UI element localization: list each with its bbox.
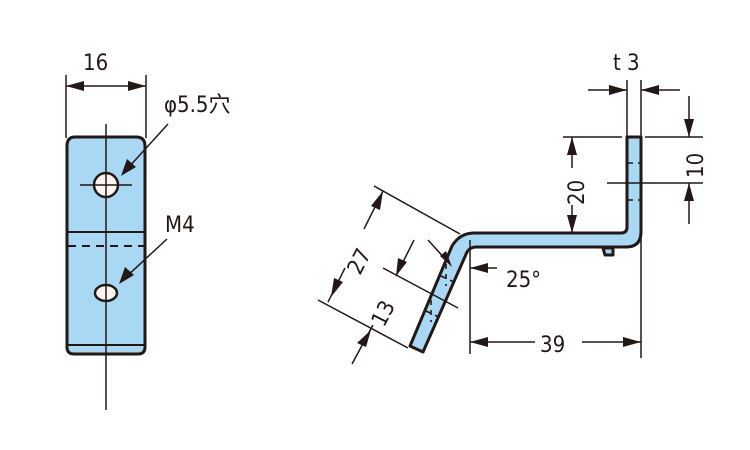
dim-27-extension-top	[373, 185, 461, 235]
angle-arrow-right-icon	[470, 263, 488, 273]
slant-hidden-line	[440, 275, 457, 284]
dim-39-arrow-right-icon	[623, 337, 641, 347]
angle-arrow-in-icon	[440, 251, 452, 267]
thickness-label: t 3	[613, 51, 640, 76]
thickness-arrow-right-icon	[641, 85, 659, 95]
dim-20-arrow-top-icon	[567, 137, 577, 155]
front-view: 16 φ5.5穴 M4	[65, 51, 231, 410]
dim-27-label: 27	[343, 245, 377, 279]
dim-39-arrow-left-icon	[470, 337, 488, 347]
dim-10-arrow-top-icon	[684, 119, 694, 137]
dim-27-arrow-bottom-icon	[331, 278, 343, 297]
dim-13-arrow-bottom-icon	[357, 330, 371, 347]
lower-hole-leader	[125, 238, 168, 278]
dim-10-arrow-bottom-icon	[684, 183, 694, 201]
width-dimension-label: 16	[83, 51, 108, 76]
angle-label: 25°	[506, 268, 541, 293]
dim-10-label: 10	[684, 153, 709, 178]
side-view: t 3 10 20 39 25° 27	[317, 51, 709, 365]
dim-39-label: 39	[540, 333, 565, 358]
lower-hole-label: M4	[165, 213, 195, 238]
dim-20-label: 20	[565, 180, 590, 205]
dim-27-extension-bottom	[317, 299, 409, 349]
lower-hole-leader-arrow-icon	[119, 267, 134, 284]
dim-13-extension	[382, 267, 459, 309]
arrow-left-icon	[66, 81, 84, 91]
side-tab	[601, 246, 615, 257]
arrow-right-icon	[128, 81, 146, 91]
upper-hole-label: φ5.5穴	[164, 93, 231, 118]
upper-hole-leader	[127, 123, 169, 169]
upper-hole-leader-arrow-icon	[121, 159, 136, 176]
side-profile	[408, 135, 643, 354]
thickness-arrow-left-icon	[609, 85, 627, 95]
dim-20-arrow-bottom-icon	[567, 215, 577, 233]
dim-13-arrow-top-icon	[396, 258, 407, 276]
dim-27-arrow-top-icon	[371, 191, 383, 210]
slant-hidden-line	[425, 310, 442, 319]
